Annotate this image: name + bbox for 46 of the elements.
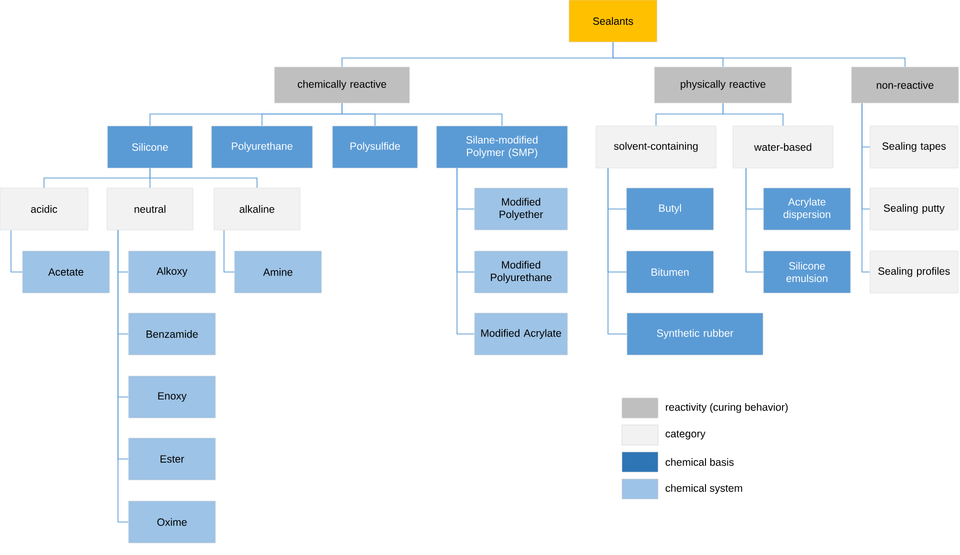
legend-text: chemical system [666, 484, 742, 494]
category-box: Sealing tapes [870, 126, 958, 168]
reactivity-box: physically reactive [654, 66, 792, 104]
system-box: Alkoxy [128, 250, 216, 294]
connector-line [10, 230, 23, 272]
legend-text: category [666, 430, 706, 440]
category-box: water-based [732, 126, 834, 168]
system-box: Modified Acrylate [474, 312, 568, 356]
connector-line [612, 42, 906, 68]
connector-line [342, 102, 502, 126]
connector-line [118, 230, 129, 522]
basis-box: Polysulfide [332, 126, 418, 168]
category-box: acidic [0, 188, 88, 230]
basis-box: Silicone emulsion [763, 250, 851, 294]
basis-box: Butyl [626, 188, 714, 230]
system-box: Oxime [128, 500, 216, 544]
connector-line [456, 168, 475, 334]
system-box: Amine [234, 250, 322, 294]
system-box: Benzamide [128, 312, 216, 356]
category-box: solvent-containing [596, 126, 716, 168]
category-box: Sealing putty [870, 188, 958, 230]
system-box: Enoxy [128, 376, 216, 418]
system-box: Modified Polyurethane [474, 250, 568, 294]
root-box: Sealants [568, 0, 658, 42]
legend-text: reactivity (curing behavior) [666, 403, 788, 413]
category-box: Sealing profiles [870, 250, 958, 294]
connector-line [722, 102, 784, 126]
basis-box: Silicone [107, 126, 193, 168]
connector-line [224, 230, 235, 272]
basis-box: Polyurethane [211, 126, 313, 168]
category-box: alkaline [214, 188, 300, 230]
connector-line [746, 168, 764, 272]
connector-line [862, 102, 870, 272]
basis-box: Acrylate dispersion [763, 188, 851, 230]
reactivity-box: non-reactive [851, 66, 959, 104]
system-box: Ester [128, 438, 216, 480]
basis-box: Silane-modified Polymer (SMP) [436, 126, 568, 168]
legend-text: chemical basis [666, 458, 734, 466]
basis-box: Bitumen [626, 250, 714, 294]
reactivity-box: chemically reactive [274, 66, 410, 104]
category-box: neutral [106, 188, 194, 230]
basis-box: Synthetic rubber [626, 312, 764, 356]
connector-line [150, 168, 258, 188]
connector-line [608, 168, 628, 334]
system-box: Modified Polyether [474, 188, 568, 230]
system-box: Acetate [22, 250, 110, 294]
